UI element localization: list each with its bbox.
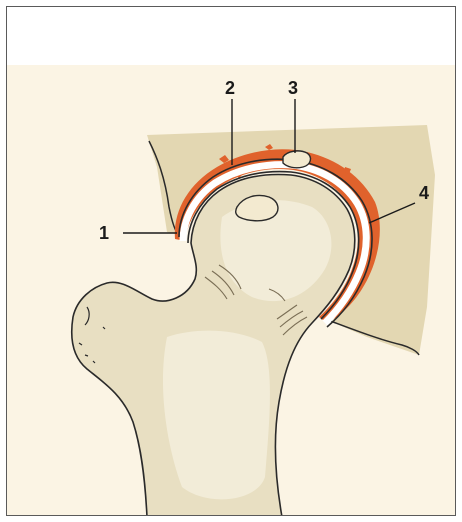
label-1: 1	[99, 223, 109, 243]
label-2: 2	[225, 78, 235, 98]
label-3: 3	[288, 78, 298, 98]
femur-highlight	[163, 200, 331, 499]
cyst-acetabulum	[283, 151, 310, 168]
hip-joint-illustration: 1 2 3 4	[7, 7, 456, 516]
figure-frame: 1 2 3 4	[6, 6, 456, 516]
label-4: 4	[419, 183, 429, 203]
